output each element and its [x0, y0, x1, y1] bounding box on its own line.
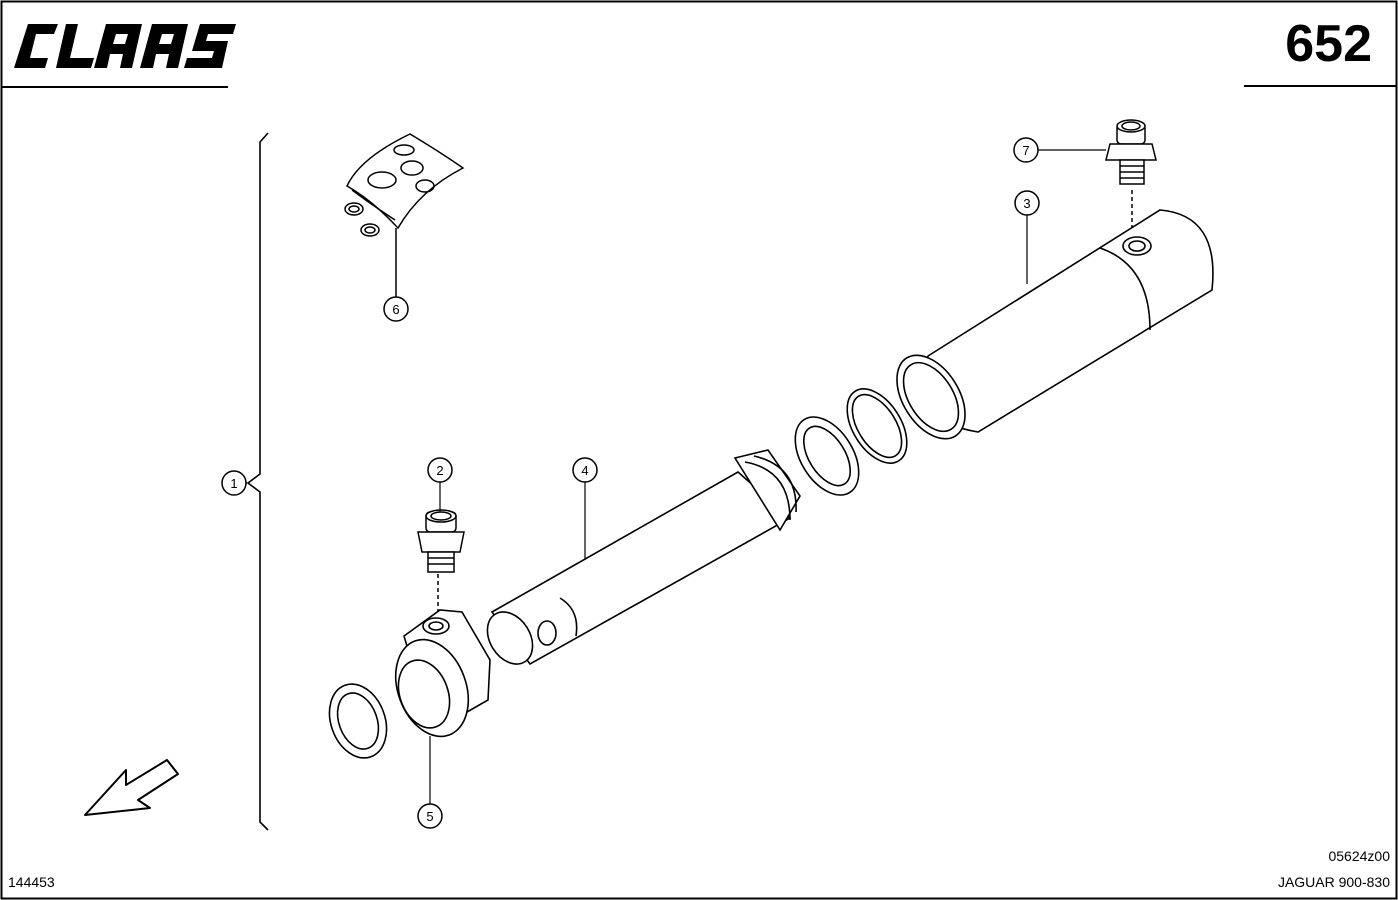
fitting-top-drawing: [1105, 119, 1157, 232]
callout-7: 7: [1013, 137, 1039, 163]
document-id: 144453: [8, 874, 55, 890]
callout-1: 1: [221, 470, 247, 496]
callout-number: 1: [230, 476, 237, 491]
seal-rings-drawing: [794, 388, 908, 496]
callout-number: 7: [1022, 143, 1029, 158]
arrow-down-left-icon: [84, 759, 179, 816]
fitting-bottom-drawing: [417, 509, 465, 616]
piston-rod-drawing: [486, 449, 801, 666]
claas-logo: [14, 24, 236, 68]
cylinder-head-drawing: [394, 609, 491, 738]
drawing-number: 05624z00: [1328, 848, 1390, 864]
callout-number: 2: [436, 463, 443, 478]
callout-6: 6: [383, 296, 409, 322]
callout-4: 4: [572, 457, 598, 483]
callout-5: 5: [417, 803, 443, 829]
model-name: JAGUAR 900-830: [1277, 874, 1390, 890]
wiper-ring-drawing: [328, 683, 388, 759]
callout-number: 3: [1023, 196, 1030, 211]
callout-number: 4: [581, 463, 588, 478]
seal-kit-drawing: [344, 133, 465, 297]
cylinder-barrel-drawing: [896, 209, 1214, 440]
callout-2: 2: [427, 457, 453, 483]
page-number: 652: [1285, 15, 1372, 73]
callout-3: 3: [1014, 190, 1040, 216]
callout-number: 5: [426, 809, 433, 824]
callout-number: 6: [392, 302, 399, 317]
